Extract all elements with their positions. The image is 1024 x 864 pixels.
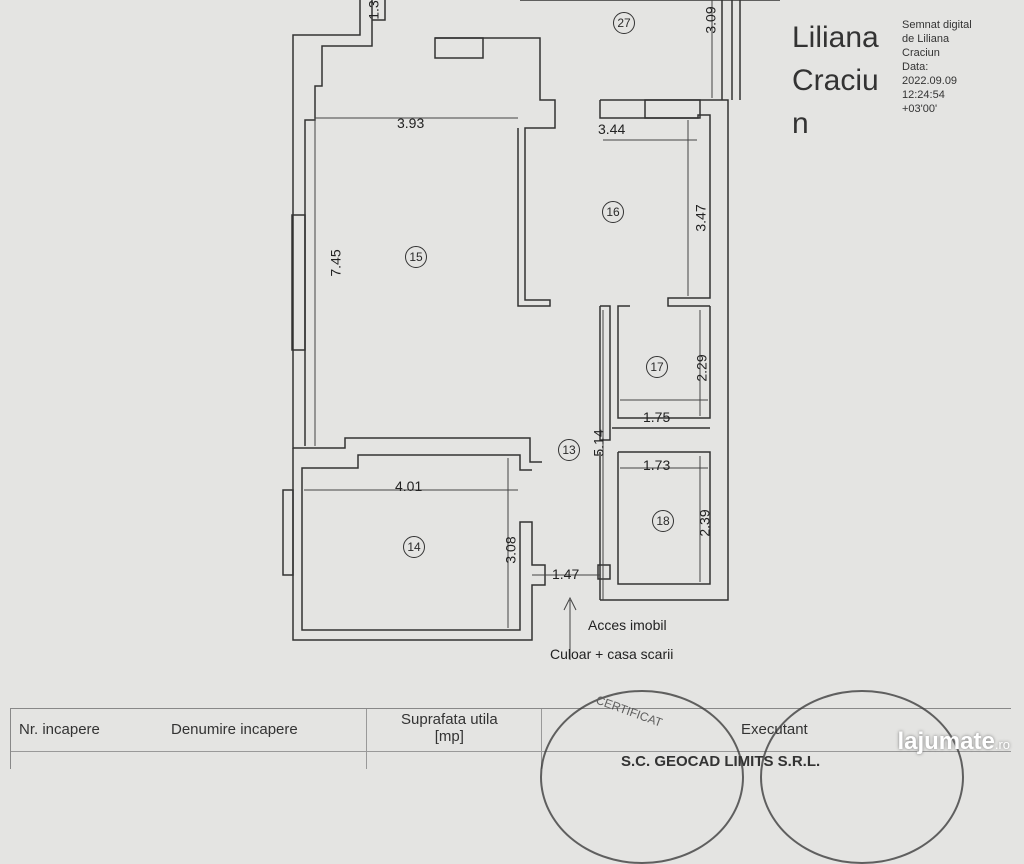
dim-3-08: 3.08 [502, 536, 519, 564]
room-16-label: 16 [602, 201, 624, 223]
header-room-number: Nr. incapere [19, 721, 100, 738]
dim-4-01: 4.01 [395, 478, 423, 494]
room-27-label: 27 [613, 12, 635, 34]
corridor-label: Culoar + casa scarii [550, 646, 674, 662]
header-area-label: Suprafata utila [401, 711, 498, 728]
access-label: Acces imobil [588, 617, 667, 633]
signature-meta: Semnat digital de Liliana Craciun Data: … [902, 18, 1002, 116]
dim-5-14: 5.14 [590, 429, 607, 457]
room-18-label: 18 [652, 510, 674, 532]
signature-line: n [792, 107, 809, 140]
dim-1-3: 1.3 [365, 0, 382, 20]
room-15-label: 15 [405, 246, 427, 268]
signature-meta-line: Data: [902, 61, 929, 73]
dim-2-39: 2.39 [696, 509, 713, 537]
signature-meta-line: de Liliana [902, 33, 950, 45]
wall-room-17 [599, 305, 611, 441]
dim-7-45: 7.45 [327, 249, 344, 277]
header-usable-area: Suprafata utila [mp] [401, 711, 498, 745]
dim-1-75: 1.75 [643, 409, 671, 425]
signature-line: Liliana [792, 21, 879, 54]
wall-room-18 [617, 451, 711, 585]
dim-3-44: 3.44 [598, 121, 626, 137]
signature-line: Craciu [792, 64, 879, 97]
room-13-label: 13 [558, 439, 580, 461]
dim-3-47: 3.47 [692, 204, 709, 232]
signature-meta-line: Craciun [902, 47, 940, 59]
signature-meta-line: +03'00' [902, 103, 938, 115]
header-area-unit: [mp] [434, 728, 464, 745]
wall-top-right-15 [435, 37, 556, 307]
dim-3-09: 3.09 [702, 6, 719, 34]
room-17-label: 17 [646, 356, 668, 378]
signature-meta-line: 12:24:54 [902, 89, 945, 101]
watermark-logo: lajumate.ro [897, 728, 1010, 756]
dim-1-47: 1.47 [552, 566, 580, 582]
dim-1-73: 1.73 [643, 457, 671, 473]
certification-stamp: CERTIFICAT [540, 690, 744, 864]
room-14-label: 14 [403, 536, 425, 558]
header-room-name: Denumire incapere [171, 721, 298, 738]
company-stamp [760, 690, 964, 864]
wall-room-15 [292, 0, 542, 463]
signature-meta-line: 2022.09.09 [902, 75, 958, 87]
watermark-tld: .ro [994, 737, 1010, 752]
signature-name: Liliana Craciu n [792, 16, 902, 145]
dim-3-93: 3.93 [397, 115, 425, 131]
floor-plan-walls [282, 0, 780, 660]
wall-room-14 [292, 448, 546, 641]
wall-room-15-inner [304, 0, 373, 446]
dim-2-29: 2.29 [693, 354, 710, 382]
signature-meta-line: Semnat digital [902, 19, 972, 31]
watermark-brand: lajumate [897, 728, 995, 755]
